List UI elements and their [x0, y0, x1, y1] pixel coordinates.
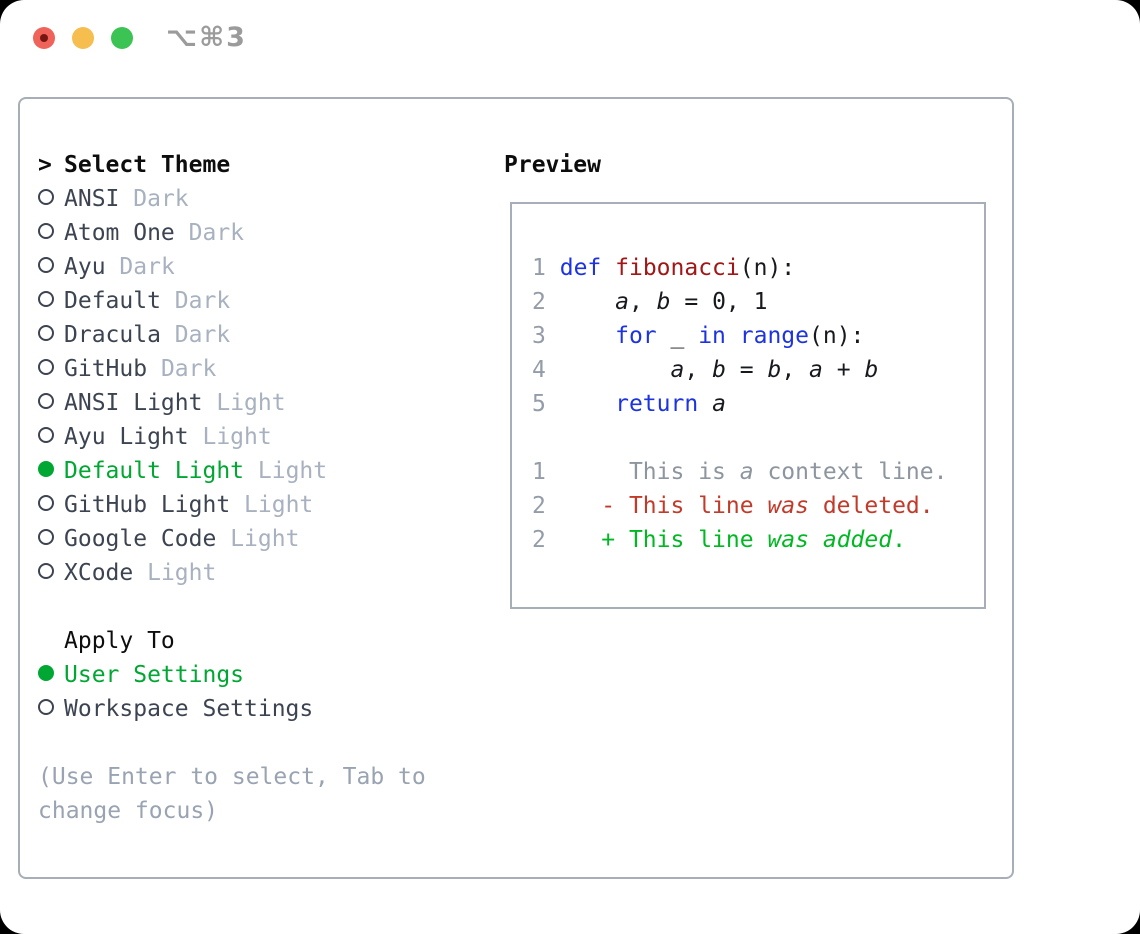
preview-code: 1 def fibonacci(n): 2 a, b = 0, 1 3 for _ … [512, 204, 984, 557]
spacer [38, 590, 498, 624]
preview-line: 5 return a [532, 391, 726, 417]
preview-line: 2 a, b = 0, 1 [532, 289, 768, 315]
cursor-icon: > [38, 152, 52, 178]
theme-item[interactable]: Ayu Dark [38, 250, 498, 284]
traffic-lights [33, 27, 133, 49]
preview-line: 3 for _ in range(n): [532, 323, 865, 349]
theme-item[interactable]: Ayu Light Light [38, 420, 498, 454]
window-title: ⌥⌘3 [166, 22, 247, 53]
radio-icon [38, 420, 64, 454]
radio-icon [38, 692, 64, 726]
theme-item[interactable]: Atom One Dark [38, 216, 498, 250]
zoom-button[interactable] [111, 27, 133, 49]
preview-header: Preview [504, 152, 601, 178]
preview-line: 2 - This line was deleted. [532, 493, 934, 519]
radio-icon [38, 386, 64, 420]
apply-to-option[interactable]: Workspace Settings [38, 692, 498, 726]
theme-item[interactable]: Default Light Light [38, 454, 498, 488]
radio-icon [38, 284, 64, 318]
radio-selected-icon [38, 658, 64, 692]
theme-item[interactable]: ANSI Dark [38, 182, 498, 216]
apply-to-header: Apply To [64, 628, 175, 654]
theme-item[interactable]: ANSI Light Light [38, 386, 498, 420]
radio-icon [38, 216, 64, 250]
theme-item[interactable]: XCode Light [38, 556, 498, 590]
close-button[interactable] [33, 27, 55, 49]
preview-box: 1 def fibonacci(n): 2 a, b = 0, 1 3 for _ … [510, 202, 986, 609]
preview-line: 1 def fibonacci(n): [532, 255, 796, 281]
radio-selected-icon [38, 454, 64, 488]
theme-item[interactable]: GitHub Dark [38, 352, 498, 386]
hint-text: (Use Enter to select, Tab to [38, 764, 426, 790]
theme-item[interactable]: Google Code Light [38, 522, 498, 556]
theme-item[interactable]: Dracula Dark [38, 318, 498, 352]
spacer [38, 726, 498, 760]
radio-icon [38, 522, 64, 556]
preview-line: 4 a, b = b, a + b [532, 357, 879, 383]
apply-to-option[interactable]: User Settings [38, 658, 498, 692]
radio-icon [38, 250, 64, 284]
preview-line [532, 421, 984, 455]
theme-item[interactable]: Default Dark [38, 284, 498, 318]
preview-line: 2 + This line was added. [532, 527, 906, 553]
minimize-button[interactable] [72, 27, 94, 49]
radio-icon [38, 352, 64, 386]
radio-icon [38, 182, 64, 216]
hint-text: change focus) [38, 798, 219, 824]
radio-icon [38, 488, 64, 522]
theme-item[interactable]: GitHub Light Light [38, 488, 498, 522]
radio-icon [38, 318, 64, 352]
preview-line: 1 This is a context line. [532, 459, 948, 485]
theme-menu-header: >Select Theme [38, 148, 498, 182]
radio-icon [38, 556, 64, 590]
